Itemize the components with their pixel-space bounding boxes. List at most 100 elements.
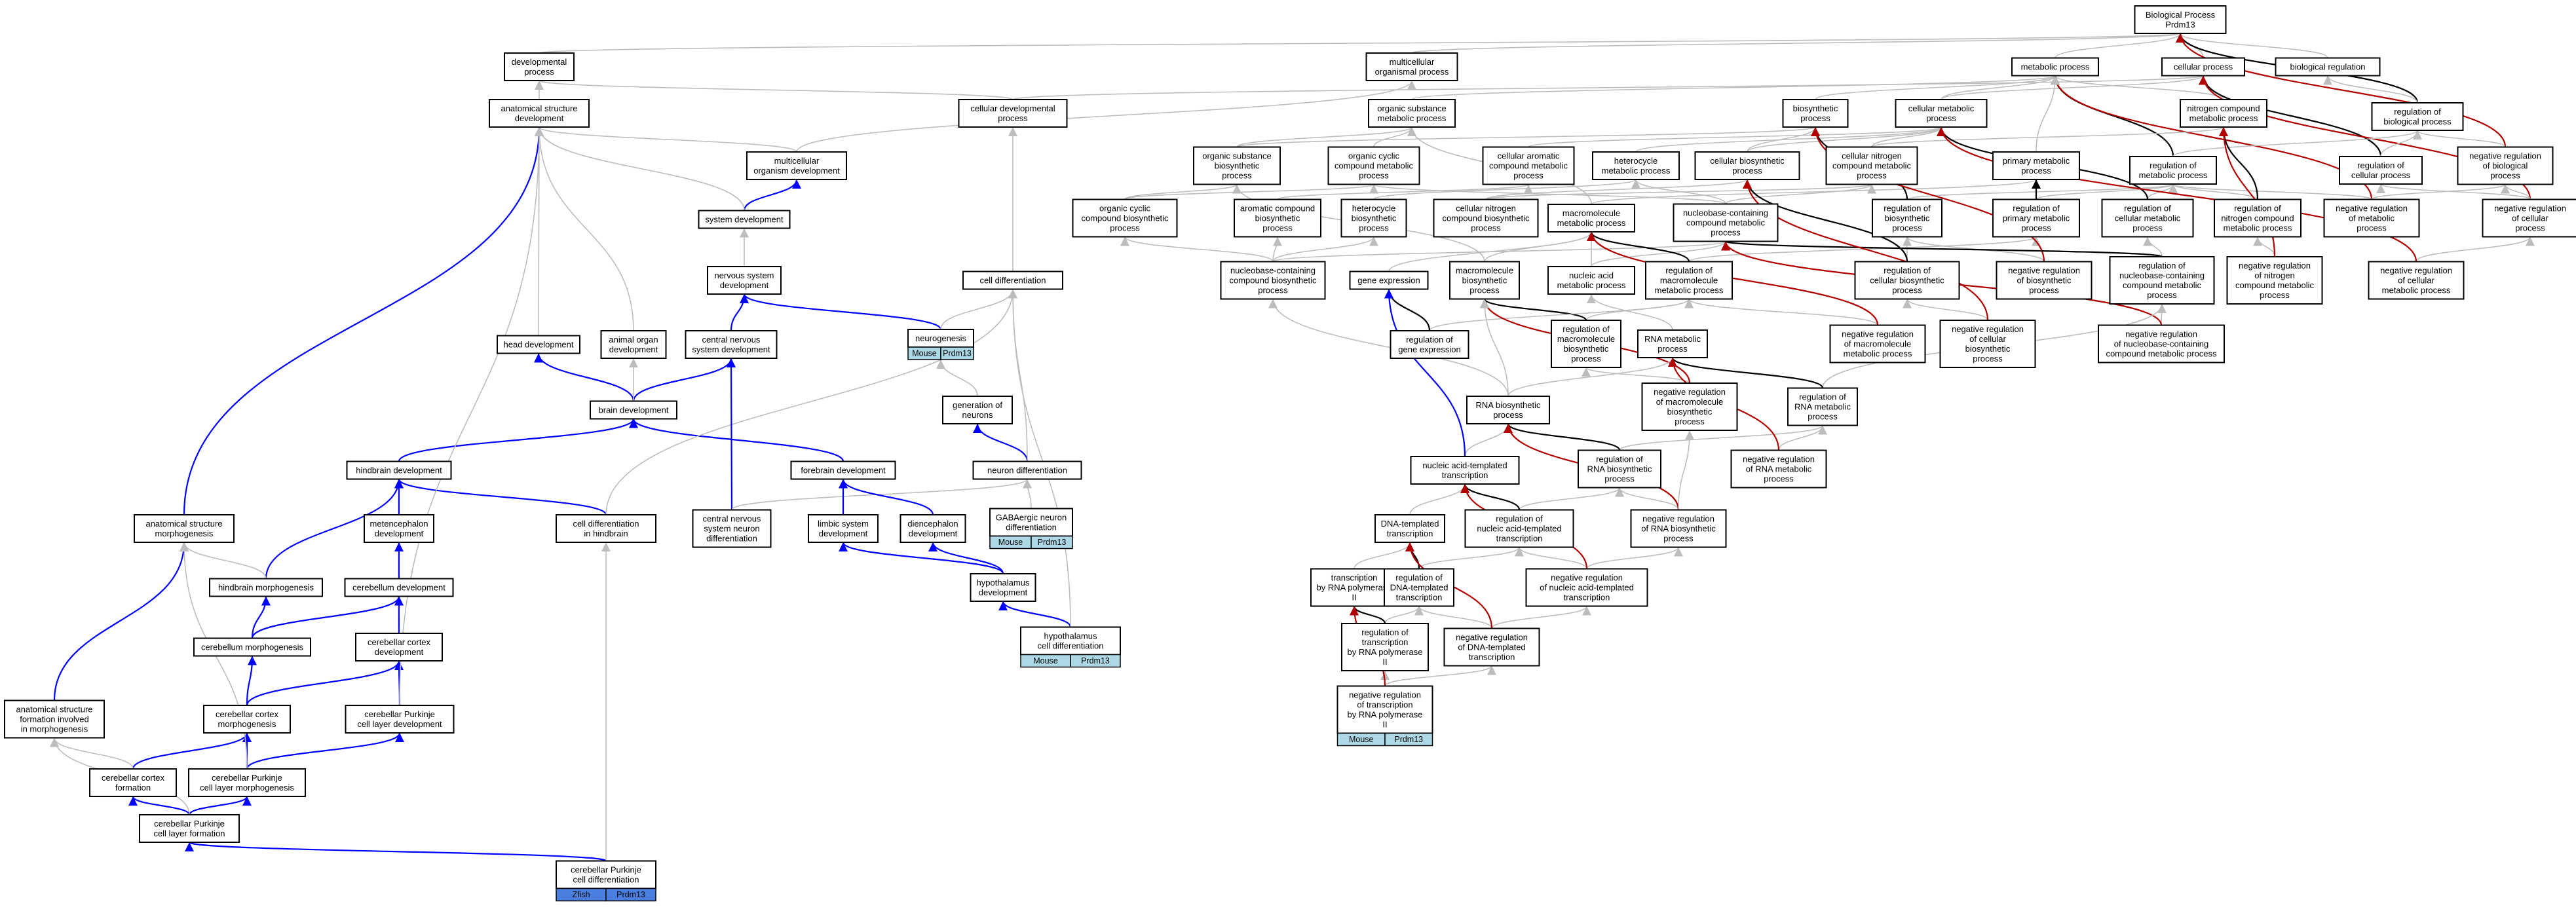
go-term-node-headdev[interactable]: head development	[497, 336, 580, 354]
go-term-node-bioreg[interactable]: biological regulation	[2276, 58, 2380, 76]
go-term-node-regnucleo[interactable]: regulation ofnucleobase-containingcompou…	[2110, 257, 2214, 304]
go-term-node-foredev[interactable]: forebrain development	[791, 462, 896, 479]
go-term-node-hindmorph[interactable]: hindbrain morphogenesis	[210, 579, 322, 597]
go-term-node-cerebdev[interactable]: cerebellum development	[345, 579, 453, 597]
go-term-node-regmacrobio[interactable]: regulation ofmacromoleculebiosyntheticpr…	[1551, 320, 1621, 367]
go-term-node-cerebmorph[interactable]: cerebellum morphogenesis	[194, 639, 311, 656]
go-term-node-metab[interactable]: metabolic process	[2012, 58, 2098, 76]
go-term-node-hinddev[interactable]: hindbrain development	[347, 462, 451, 479]
go-term-node-geneexp[interactable]: gene expression	[1350, 272, 1428, 289]
node-label: central nervous	[702, 335, 761, 345]
edge-cnsdev-to-nsdev	[731, 294, 744, 331]
go-term-node-neurondiff[interactable]: neuron differentiation	[974, 462, 1082, 479]
go-term-node-celldiff[interactable]: cell differentiation	[963, 272, 1063, 289]
go-term-node-cellproc[interactable]: cellular process	[2162, 58, 2245, 76]
go-term-node-sysdev[interactable]: system development	[699, 211, 790, 229]
go-term-node-braindev[interactable]: brain development	[590, 401, 677, 419]
